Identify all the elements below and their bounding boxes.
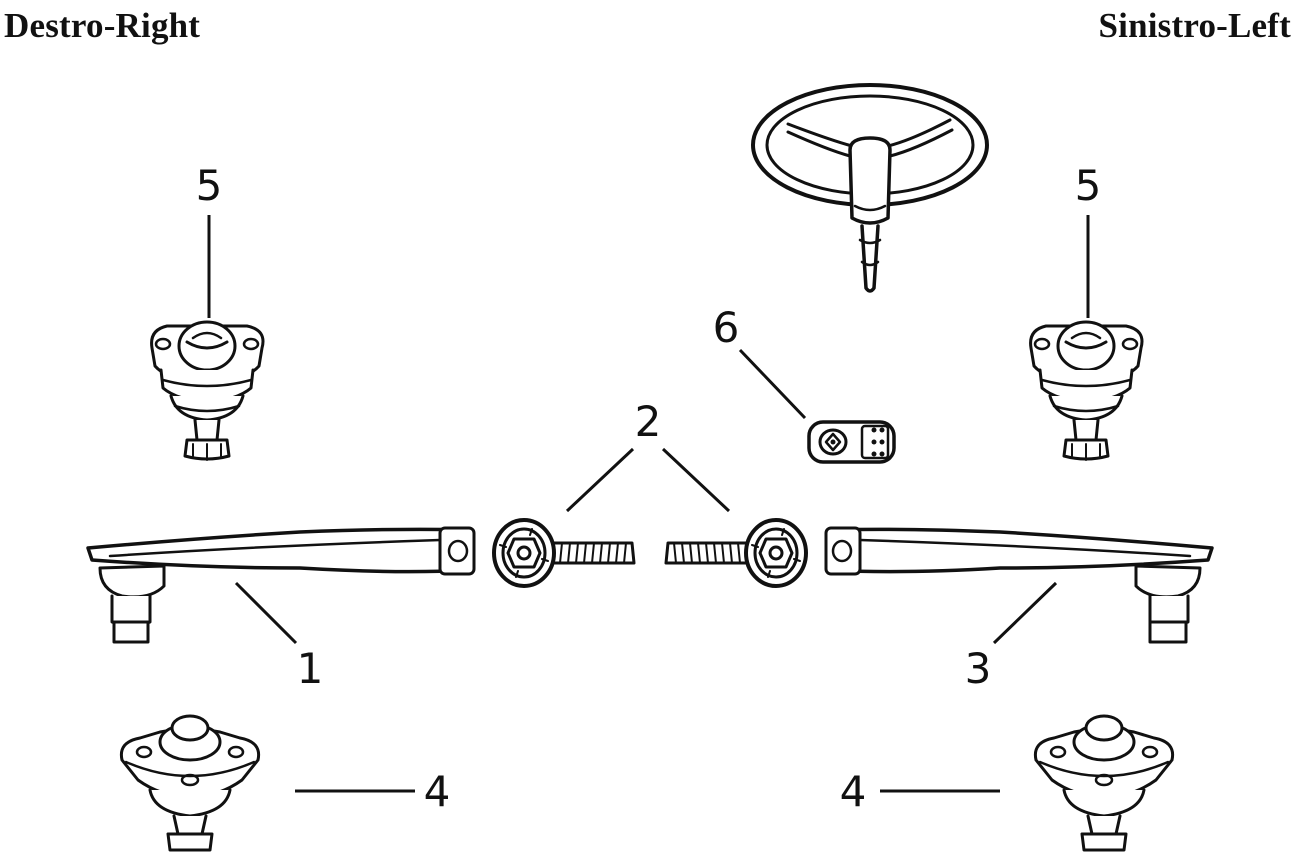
- callout-6: 6: [713, 303, 740, 352]
- callout-5-left: 5: [1075, 161, 1102, 210]
- steering-wheel: [751, 83, 989, 293]
- lower-ball-joint-left: [1033, 714, 1175, 852]
- tie-rod-end-left: [664, 518, 808, 588]
- tie-rod-end-right: [492, 518, 636, 588]
- leader-6: [738, 348, 807, 420]
- callout-4-left: 4: [840, 767, 867, 816]
- tie-rod-3: [824, 526, 1214, 644]
- callout-5-right: 5: [196, 161, 223, 210]
- callout-2: 2: [635, 397, 662, 446]
- leader-2-left: [661, 447, 731, 513]
- callout-4-right: 4: [424, 767, 451, 816]
- callout-3: 3: [965, 644, 992, 693]
- tie-rod-1: [86, 526, 476, 644]
- upper-ball-joint-right: [150, 320, 265, 462]
- leader-1: [234, 581, 298, 645]
- leader-3: [992, 581, 1058, 645]
- leader-2-right: [565, 447, 635, 513]
- heading-sinistro-left: Sinistro-Left: [1098, 6, 1291, 45]
- upper-ball-joint-left: [1029, 320, 1144, 462]
- lower-ball-joint-right: [119, 714, 261, 852]
- part-6-bracket: [807, 420, 896, 464]
- heading-destro-right: Destro-Right: [4, 6, 201, 45]
- callout-1: 1: [297, 644, 324, 693]
